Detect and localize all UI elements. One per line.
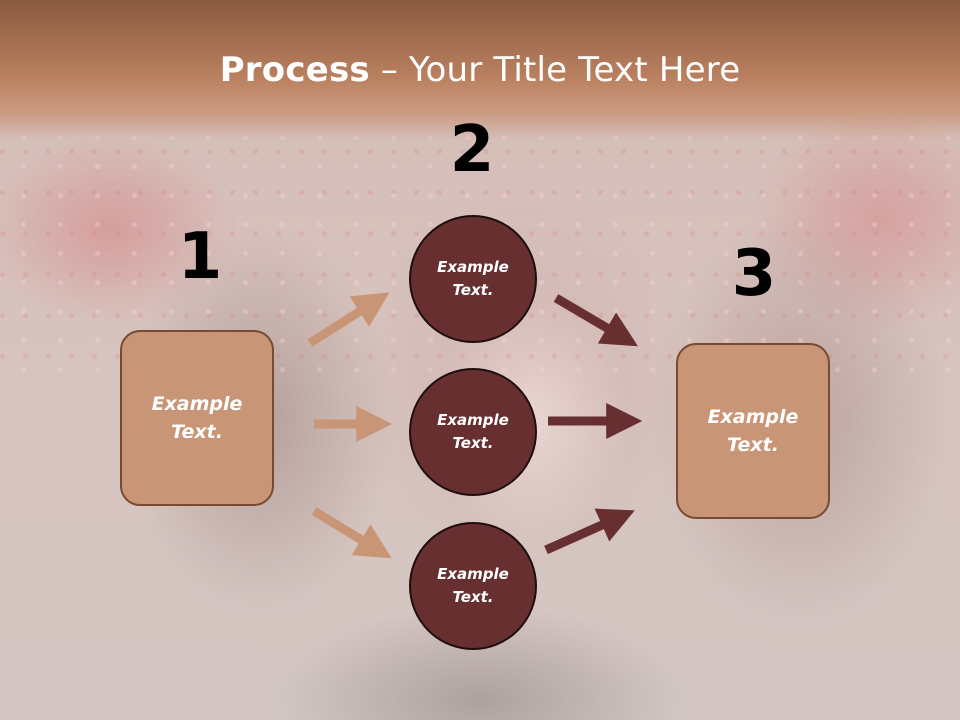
title-bold: Process xyxy=(219,50,370,90)
title-bar xyxy=(0,0,960,140)
step-3-box: Example Text. xyxy=(676,343,830,519)
step-number-2: 2 xyxy=(449,113,495,187)
title-rest: – Your Title Text Here xyxy=(369,50,741,90)
node-circle-1: Example Text. xyxy=(409,215,537,343)
node-circle-3: Example Text. xyxy=(409,522,537,650)
slide-title: Process – Your Title Text Here xyxy=(0,50,960,90)
step-1-box: Example Text. xyxy=(120,330,274,506)
arrow-from-node-1 xyxy=(553,294,638,347)
step-number-1: 1 xyxy=(177,220,223,294)
arrow-from-node-3 xyxy=(544,508,635,555)
arrow-to-node-1 xyxy=(307,292,390,347)
node-circle-2: Example Text. xyxy=(409,368,537,496)
step-number-3: 3 xyxy=(731,237,777,311)
arrow-to-node-3 xyxy=(311,507,392,559)
